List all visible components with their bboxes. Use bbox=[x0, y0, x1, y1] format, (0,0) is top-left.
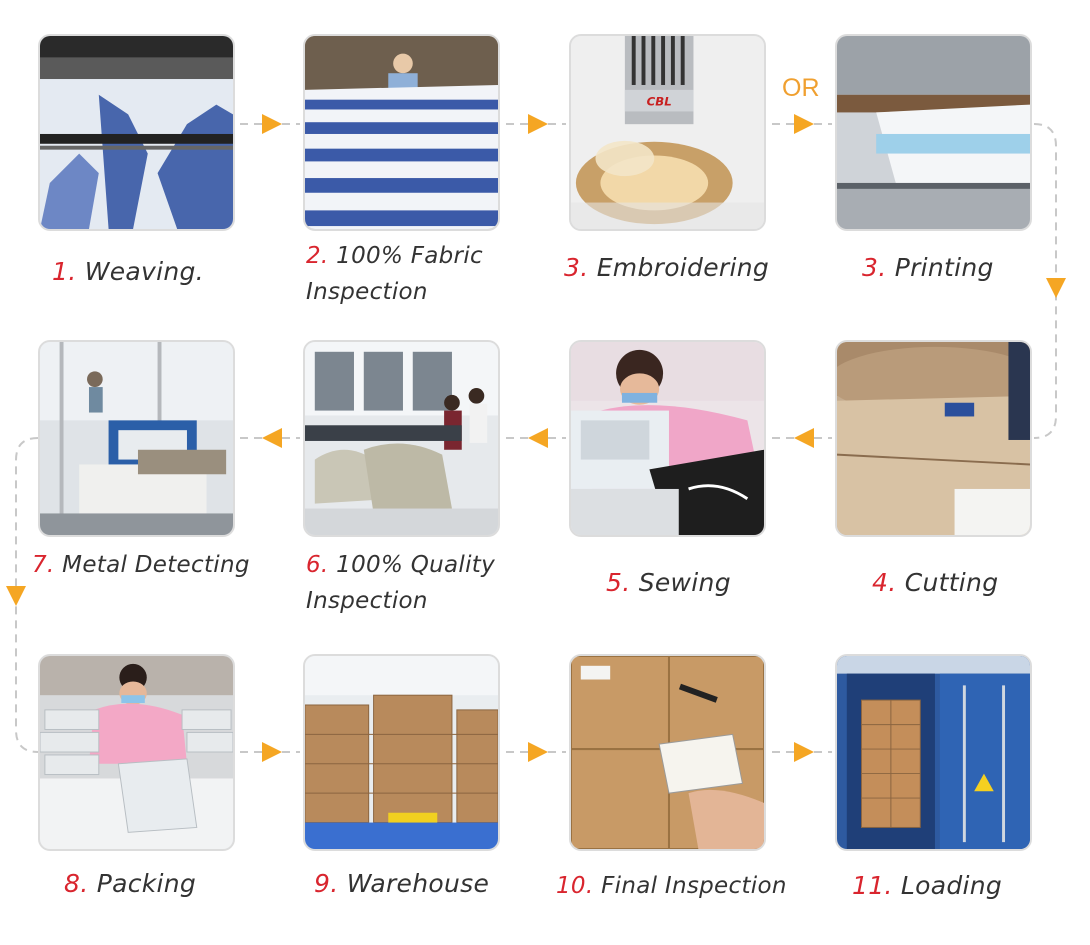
metal-detecting-photo bbox=[38, 340, 235, 537]
step-label-fabric-inspection: 2. 100% Fabric Inspection bbox=[306, 243, 483, 305]
quality-inspection-photo bbox=[303, 340, 500, 537]
step-label-packing: 8. Packing bbox=[64, 869, 197, 898]
step-label-embroidering: 3. Embroidering bbox=[564, 253, 770, 282]
arrow-right-icon bbox=[262, 742, 282, 762]
arrow-right-icon bbox=[794, 114, 814, 134]
packing-photo bbox=[38, 654, 235, 851]
embroidering-photo: CBL bbox=[569, 34, 766, 231]
arrow-down-icon bbox=[1046, 278, 1066, 298]
step-label-metal-detecting: 7. Metal Detecting bbox=[32, 552, 250, 578]
brand-mark: CBL bbox=[647, 95, 672, 109]
arrow-down-icon bbox=[6, 586, 26, 606]
arrow-left-icon bbox=[528, 428, 548, 448]
step-label-quality-inspection: 6. 100% Quality Inspection bbox=[306, 552, 496, 614]
arrow-right-icon bbox=[528, 742, 548, 762]
arrow-right-icon bbox=[262, 114, 282, 134]
sewing-photo bbox=[569, 340, 766, 537]
step-label-final-inspection: 10. Final Inspection bbox=[556, 873, 787, 899]
arrow-right-icon bbox=[528, 114, 548, 134]
arrow-right-icon bbox=[794, 742, 814, 762]
or-label: OR bbox=[782, 74, 820, 102]
step-label-cutting: 4. Cutting bbox=[872, 568, 999, 597]
step-label-sewing: 5. Sewing bbox=[606, 568, 731, 597]
step-label-printing: 3. Printing bbox=[862, 253, 994, 282]
loading-photo bbox=[835, 654, 1032, 851]
final-inspection-photo bbox=[569, 654, 766, 851]
step-label-warehouse: 9. Warehouse bbox=[314, 869, 490, 898]
step-label-weaving: 1. Weaving. bbox=[52, 257, 204, 286]
step-label-loading: 11. Loading bbox=[852, 871, 1003, 900]
weaving-photo bbox=[38, 34, 235, 231]
warehouse-photo bbox=[303, 654, 500, 851]
arrow-left-icon bbox=[794, 428, 814, 448]
arrow-left-icon bbox=[262, 428, 282, 448]
printing-photo bbox=[835, 34, 1032, 231]
cutting-photo bbox=[835, 340, 1032, 537]
fabric-inspection-photo bbox=[303, 34, 500, 231]
